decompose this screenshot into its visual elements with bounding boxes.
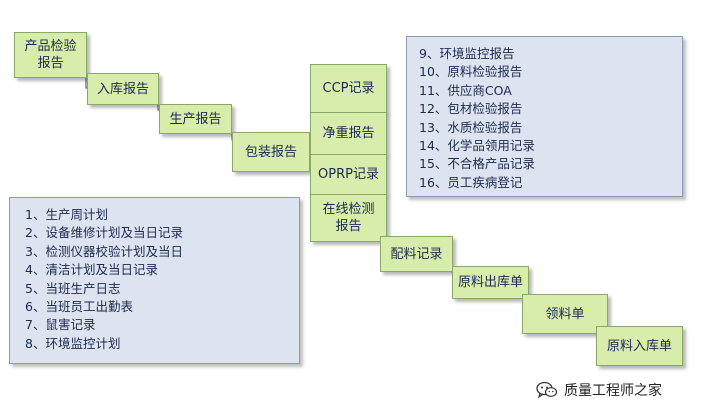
- daily-record-list: 1、生产周计划 2、设备维修计划及当日记录 3、检测仪器校验计划及当日 4、清洁计划及…: [9, 197, 300, 364]
- list-item: 14、化学品领用记录: [419, 138, 535, 154]
- list-item: 15、不合格产品记录: [419, 156, 535, 172]
- step-label: OPRP记录: [318, 167, 379, 182]
- step-net-weight-report: 净重报告: [310, 112, 387, 155]
- step-packaging-report: 包装报告: [232, 132, 310, 172]
- step-label-line: 报告: [37, 56, 64, 71]
- step-label: 生产报告: [169, 111, 222, 127]
- wechat-icon: [536, 381, 558, 399]
- watermark-text: 质量工程师之家: [564, 383, 662, 399]
- step-oprp-record: OPRP记录: [310, 154, 387, 195]
- step-label: CCP记录: [322, 81, 375, 96]
- step-label: 净重报告: [322, 126, 375, 141]
- step-label: 包装报告: [244, 144, 297, 160]
- step-label: 领料单: [545, 306, 585, 322]
- step-production-report: 生产报告: [159, 104, 232, 134]
- step-material-requisition: 领料单: [522, 294, 608, 334]
- list-item: 16、员工疾病登记: [419, 174, 523, 190]
- list-item: 6、当班员工出勤表: [25, 299, 133, 315]
- step-batching-record: 配料记录: [380, 236, 453, 272]
- step-material-inbound-slip: 原料入库单: [596, 326, 683, 366]
- step-material-outbound-slip: 原料出库单: [452, 266, 529, 299]
- list-item: 11、供应商COA: [419, 82, 512, 98]
- step-label: 配料记录: [390, 246, 443, 262]
- step-label-line: 在线检测: [322, 202, 375, 217]
- list-item: 10、原料检验报告: [419, 64, 523, 80]
- list-item: 3、检测仪器校验计划及当日: [25, 243, 183, 259]
- watermark: 质量工程师之家: [536, 380, 662, 400]
- list-item: 13、水质检验报告: [419, 119, 523, 135]
- step-online-inspection-report: 在线检测 报告: [310, 194, 387, 242]
- step-product-inspection-report: 产品检验 报告: [14, 32, 87, 78]
- step-ccp-record: CCP记录: [310, 64, 387, 113]
- list-item: 7、鼠害记录: [25, 317, 96, 333]
- step-warehousing-report: 入库报告: [87, 73, 159, 105]
- step-label: 原料出库单: [457, 275, 523, 290]
- list-item: 5、当班生产日志: [25, 280, 121, 296]
- list-item: 12、包材检验报告: [419, 101, 523, 117]
- list-item: 9、环境监控报告: [419, 46, 515, 61]
- list-item: 2、设备维修计划及当日记录: [25, 225, 183, 241]
- list-item: 4、清洁计划及当日记录: [25, 262, 158, 278]
- list-item: 8、环境监控计划: [25, 335, 121, 351]
- report-list: 9、环境监控报告 10、原料检验报告 11、供应商COA 12、包材检验报告 13、水质…: [406, 36, 683, 197]
- step-label: 原料入库单: [606, 338, 672, 354]
- step-label-line: 产品检验: [24, 39, 77, 54]
- list-item: 1、生产周计划: [25, 207, 108, 222]
- step-label: 入库报告: [96, 81, 149, 97]
- step-label-line: 报告: [335, 219, 362, 234]
